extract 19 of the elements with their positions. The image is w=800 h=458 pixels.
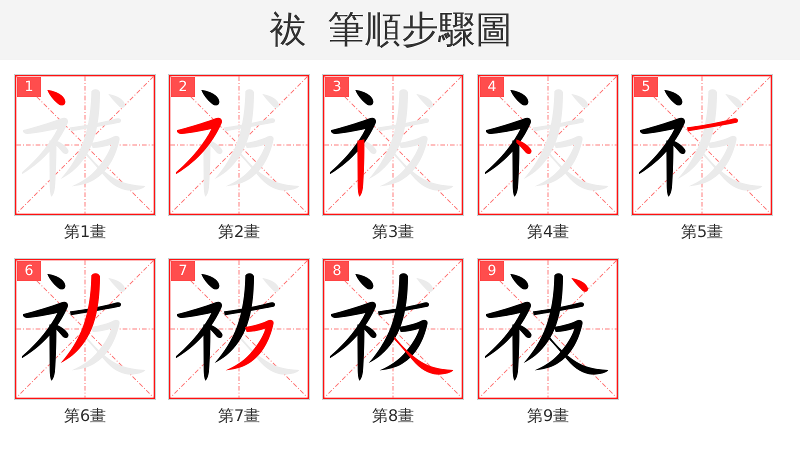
step-caption: 第9畫 [527,406,570,426]
step-number-tag: 3 [325,77,349,97]
step-caption: 第4畫 [527,222,570,242]
step-number-tag: 4 [480,77,504,97]
step-caption: 第6畫 [64,406,106,426]
step-caption: 第1畫 [64,222,106,242]
step-number-tag: 8 [325,261,349,281]
step-caption: 第8畫 [372,406,414,426]
step-number-tag: 5 [634,77,658,97]
step-caption: 第3畫 [372,222,414,242]
step-number-tag: 7 [171,261,195,281]
step-caption: 第5畫 [681,222,724,242]
step-number-tag: 6 [17,261,41,281]
step-caption: 第2畫 [218,222,260,242]
step-number-tag: 9 [480,261,504,281]
step-caption: 第7畫 [218,406,260,426]
step-number-tag: 2 [171,77,195,97]
title-banner: 袚 筆順步驟圖 [0,0,800,60]
step-number-tag: 1 [17,77,41,97]
